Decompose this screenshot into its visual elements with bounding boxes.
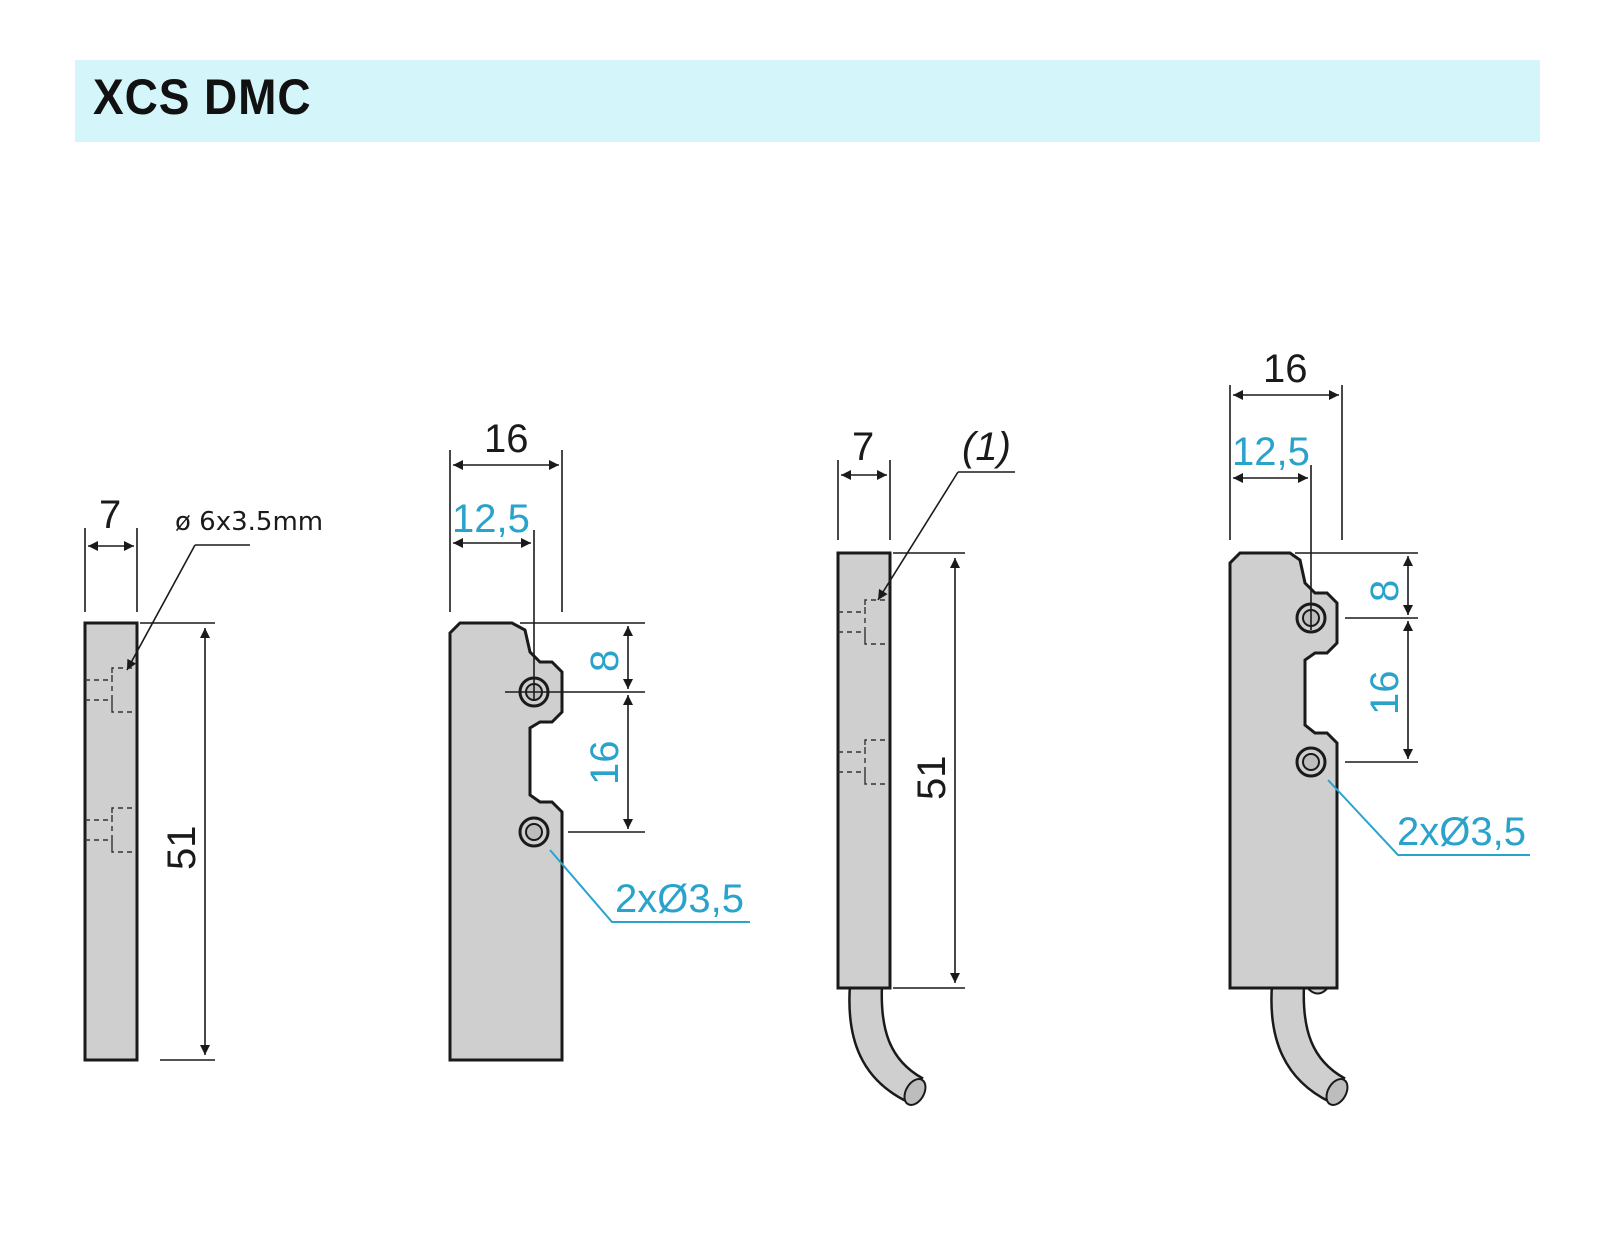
view-2-front: 16 12,5 8 16 2xØ3,5 bbox=[448, 417, 750, 1062]
view-1-height-label: 51 bbox=[160, 826, 204, 871]
view-1-hole-note: ø 6x3.5mm bbox=[175, 507, 323, 537]
view-4-spacing-label: 16 bbox=[1363, 671, 1407, 716]
view-2-holes-label: 2xØ3,5 bbox=[615, 877, 744, 921]
view-3-width-label: 7 bbox=[852, 425, 874, 469]
view-1-body bbox=[83, 621, 139, 1062]
view-4-width-label: 16 bbox=[1263, 347, 1308, 391]
page-title: XCS DMC bbox=[93, 69, 312, 125]
view-4-holes-label: 2xØ3,5 bbox=[1397, 810, 1526, 854]
view-2-width-label: 16 bbox=[484, 417, 529, 461]
header-band: XCS DMC bbox=[75, 60, 1540, 142]
view-2-spacing-label: 16 bbox=[583, 741, 627, 786]
view-2-body bbox=[448, 621, 564, 1062]
view-3-body bbox=[836, 551, 892, 990]
view-2-top-label: 8 bbox=[583, 650, 627, 672]
view-4-body bbox=[1228, 551, 1339, 990]
view-4-offset-label: 12,5 bbox=[1232, 430, 1310, 474]
view-4-front-cable: 16 12,5 8 16 2xØ3,5 bbox=[1228, 347, 1530, 1106]
view-3-note-label: (1) bbox=[962, 425, 1011, 469]
view-1-side: 7 51 ø 6x3.5mm bbox=[83, 493, 323, 1062]
view-4-top-label: 8 bbox=[1363, 580, 1407, 602]
view-3-side-cable: 7 51 (1) bbox=[836, 425, 1015, 1106]
view-1-width-label: 7 bbox=[99, 493, 121, 537]
view-3-height-label: 51 bbox=[910, 756, 954, 801]
view-2-offset-label: 12,5 bbox=[452, 497, 530, 541]
